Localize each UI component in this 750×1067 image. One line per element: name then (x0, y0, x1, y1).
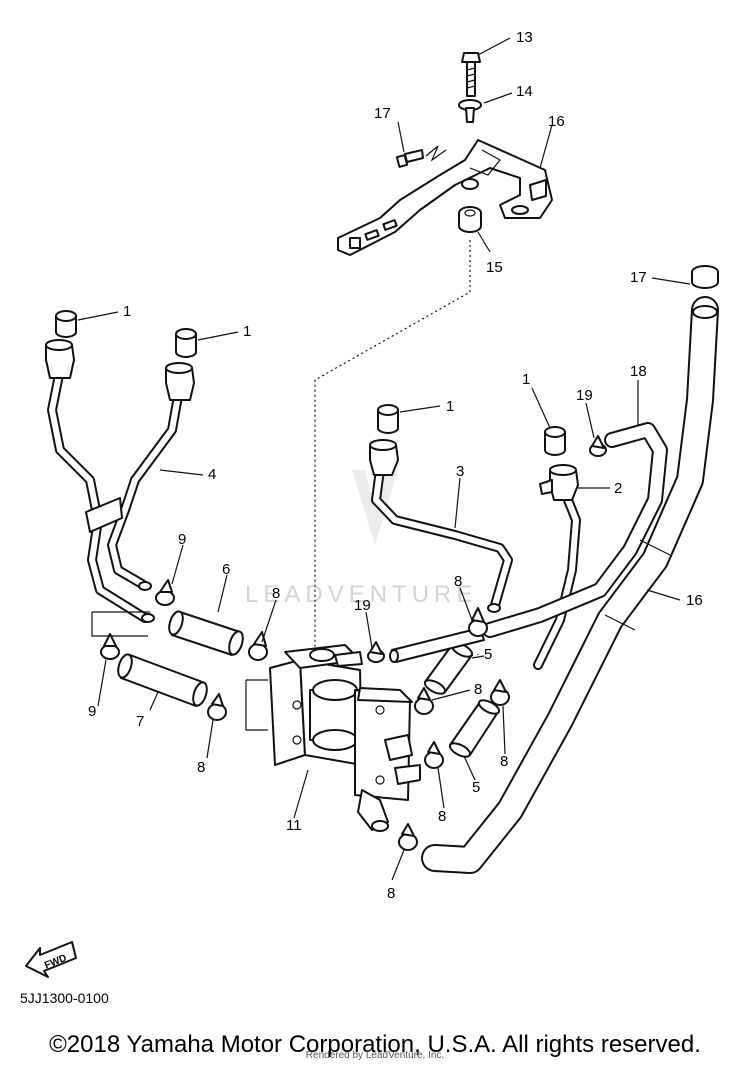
callout-9-lower: 9 (88, 703, 96, 720)
watermark-text: LEADVENTURE (245, 581, 477, 608)
clamp-8-e (490, 679, 510, 706)
fwd-arrow-icon: FWD (25, 941, 77, 978)
callout-16: 16 (686, 592, 703, 609)
callout-1-left: 1 (123, 303, 131, 320)
callout-8-e: 8 (500, 753, 508, 770)
frame-line-left (91, 611, 150, 637)
clamp-8-c (468, 607, 488, 637)
cap-1-right (544, 426, 566, 456)
callout-8-g: 8 (387, 885, 395, 902)
screw-15 (395, 145, 447, 168)
callout-9-upper: 9 (178, 531, 186, 548)
pipe-5-upper (423, 642, 474, 695)
callout-1-center: 1 (446, 398, 454, 415)
callout-2: 2 (614, 480, 622, 497)
callout-17: 17 (630, 269, 647, 286)
callout-8-f: 8 (438, 808, 446, 825)
clamp-19-upper (589, 435, 607, 457)
callout-10: 11 (286, 817, 302, 834)
callout-7: 7 (136, 713, 144, 730)
diagram-code: 5JJ1300-0100 (20, 990, 109, 1006)
callout-1-mid: 1 (243, 323, 251, 340)
hose-2 (533, 464, 581, 670)
callout-5-upper: 5 (484, 646, 492, 663)
pipe-19 (389, 627, 485, 663)
clamp-8-g (398, 823, 418, 851)
callout-15: 17 (374, 105, 391, 122)
callout-8-d: 8 (474, 681, 482, 698)
clamp-8-b (207, 693, 227, 721)
hose-16 (421, 296, 719, 874)
hose-3 (369, 439, 513, 613)
callout-18: 18 (630, 363, 647, 380)
callout-5-lower: 5 (472, 779, 480, 796)
callout-8-b: 8 (197, 759, 205, 776)
screw-12 (458, 99, 482, 123)
clamp-8-a (248, 631, 268, 661)
pipe-6 (168, 610, 244, 656)
callout-14: 16 (548, 113, 565, 130)
copyright-notice: ©2018 Yamaha Motor Corporation, U.S.A. A… (49, 1031, 701, 1058)
callout-1-right: 1 (522, 371, 530, 388)
callout-13: 15 (486, 259, 503, 276)
callout-8-c: 8 (454, 573, 462, 590)
fuel-pump-10 (269, 644, 421, 832)
hose-4-assembly (45, 339, 195, 623)
cap-1-mid (175, 328, 197, 358)
leader-lines (77, 37, 691, 881)
frame-line-pump (245, 679, 268, 731)
callout-labels: 13 14 17 16 15 17 1 1 18 1 19 1 4 3 2 9 … (88, 29, 703, 902)
cap-1-center (377, 404, 399, 434)
callout-3: 3 (456, 463, 464, 480)
clamp-9-lower (100, 633, 120, 660)
callout-11: 13 (516, 29, 533, 46)
callout-12: 14 (516, 83, 533, 100)
callout-6: 6 (222, 561, 230, 578)
callout-19-lower: 19 (354, 597, 371, 614)
clamp-9-upper (155, 579, 175, 606)
callout-19-upper: 19 (576, 387, 593, 404)
cap-1-left (55, 310, 77, 338)
rendered-by-notice: Rendered by LeadVenture, Inc. (305, 1050, 445, 1061)
callout-4: 4 (208, 466, 216, 483)
pipe-7 (117, 653, 208, 707)
clamp-8-f (424, 741, 444, 769)
clip-17 (691, 265, 719, 289)
bolt-11 (461, 52, 481, 97)
callout-8-a: 8 (272, 585, 280, 602)
assembly-line (314, 240, 471, 650)
hose-18 (482, 422, 668, 638)
clamp-19-lower (367, 641, 385, 663)
bracket-14 (337, 139, 553, 256)
clamp-8-d (414, 687, 434, 715)
pipe-5-lower (448, 699, 501, 758)
grommet-13 (458, 206, 482, 233)
